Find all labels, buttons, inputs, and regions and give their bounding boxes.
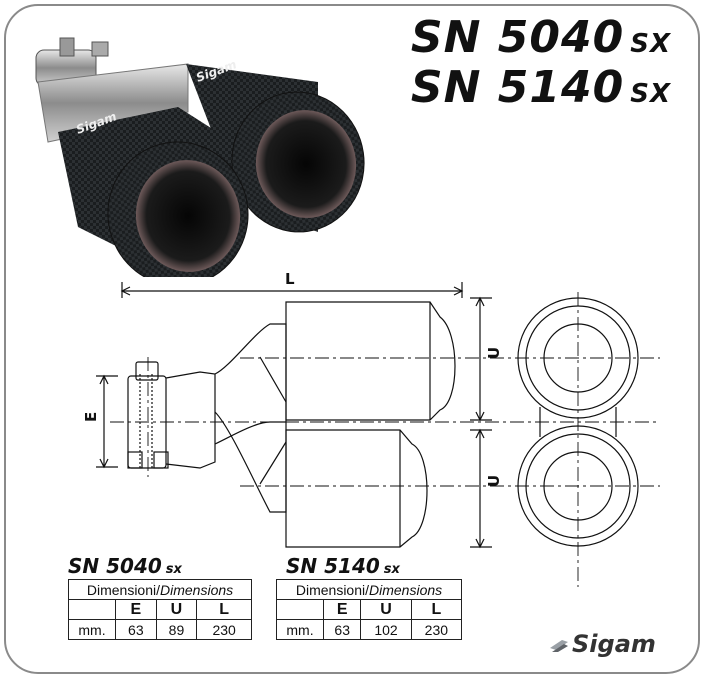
unit-cell: mm. xyxy=(276,619,324,640)
label-U-bottom: U xyxy=(485,475,503,487)
dimensions-table-5140: Dimensioni/Dimensions E U L mm. 63 102 2… xyxy=(276,579,463,640)
value-U: 102 xyxy=(360,619,412,640)
column-U: U xyxy=(155,599,198,620)
column-L: L xyxy=(410,599,463,620)
dimensions-table-5040: Dimensioni/Dimensions E U L mm. 63 89 23… xyxy=(68,579,252,640)
table-model-5140: SN 5140 xyxy=(286,554,380,578)
table-header: Dimensioni/Dimensions xyxy=(68,579,252,600)
table-header: Dimensioni/Dimensions xyxy=(276,579,462,600)
header-italian: Dimensioni/ xyxy=(295,581,369,598)
value-E: 63 xyxy=(322,619,362,640)
empty-cell xyxy=(68,599,116,620)
column-L: L xyxy=(196,599,252,620)
column-U: U xyxy=(360,599,412,620)
clamp-icon xyxy=(35,37,109,87)
product-suffix-2: SX xyxy=(630,79,671,109)
product-model-2: SN 5140 xyxy=(410,62,625,113)
unit-cell: mm. xyxy=(68,619,116,640)
table-suffix-5140: sx xyxy=(383,562,400,577)
header-english: Dimensions xyxy=(369,581,443,598)
column-E: E xyxy=(322,599,362,620)
technical-drawing: L E U U xyxy=(82,270,660,587)
label-L: L xyxy=(285,270,295,288)
sigam-logo: Sigam xyxy=(550,630,656,658)
header-italian: Dimensioni/ xyxy=(86,581,160,598)
column-E: E xyxy=(115,599,157,620)
table-model-5040: SN 5040 xyxy=(68,554,162,578)
empty-cell xyxy=(276,599,324,620)
header-english: Dimensions xyxy=(160,581,234,598)
label-E: E xyxy=(82,412,100,422)
value-U: 89 xyxy=(155,619,198,640)
value-L: 230 xyxy=(196,619,252,640)
value-L: 230 xyxy=(410,619,463,640)
value-E: 63 xyxy=(115,619,157,640)
table-suffix-5040: sx xyxy=(165,562,182,577)
product-photo: Sigam Sigam xyxy=(35,37,365,277)
product-model-1: SN 5040 xyxy=(410,12,625,63)
product-suffix-1: SX xyxy=(630,29,671,59)
sigam-logo-icon xyxy=(550,640,568,652)
brand-name: Sigam xyxy=(572,630,656,658)
label-U-top: U xyxy=(485,347,503,359)
